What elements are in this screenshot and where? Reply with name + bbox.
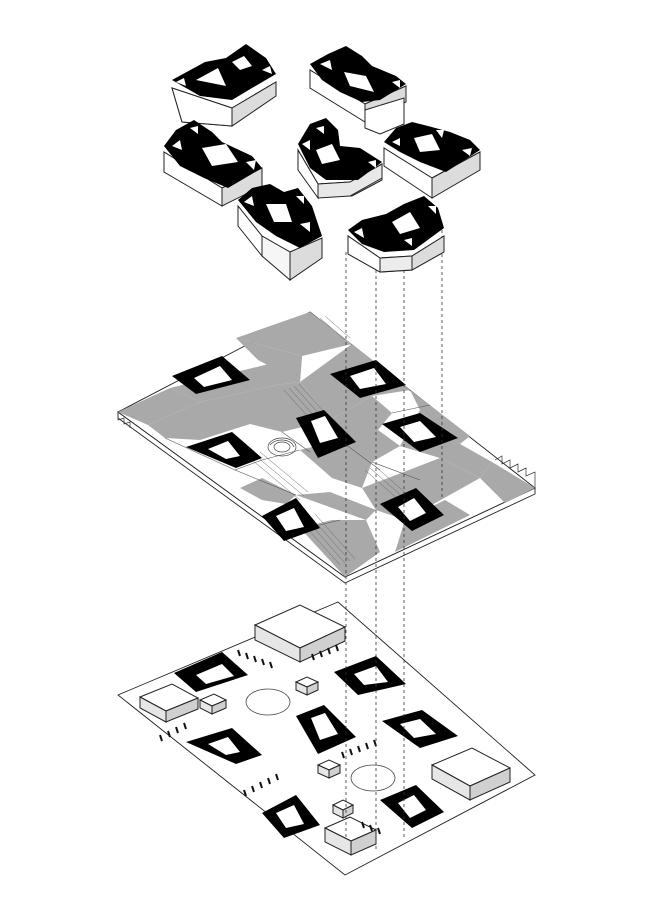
podium-core-7: [380, 488, 444, 531]
tower-7: [347, 196, 445, 273]
ground-circle-lower: [350, 764, 396, 792]
ground-block-small-center: [294, 676, 320, 696]
ground-block-small-left: [198, 693, 228, 715]
podium-core-2: [330, 360, 406, 398]
tower-6: [237, 184, 323, 282]
podium-core-3: [296, 410, 356, 458]
tower-1: [171, 44, 277, 127]
ground-block-bottom-small: [331, 799, 355, 819]
tower-2-lower-block: [364, 97, 405, 135]
ground-core-5: [186, 728, 262, 764]
ground-core-6: [262, 795, 320, 838]
podium-ramp-spiral: [267, 437, 297, 457]
podium-edge-detail: [117, 412, 536, 488]
tower-4: [297, 118, 383, 200]
ground-core-7: [380, 785, 444, 828]
podium-ramp-hatching: [251, 315, 419, 566]
ground-core-1: [174, 652, 248, 692]
ground-block-left: [138, 683, 200, 723]
tower-3: [163, 120, 263, 207]
ground-block-small-mid: [316, 759, 342, 779]
tower-5: [383, 122, 481, 199]
podium-core-4: [382, 413, 458, 452]
podium-core-5: [186, 432, 262, 468]
ground-circle-upper: [245, 688, 291, 716]
tower-volumes-layer: [163, 44, 481, 282]
ground-core-3: [296, 705, 356, 754]
alignment-dashed-lines: [345, 230, 443, 850]
podium-core-6: [262, 498, 320, 541]
ground-block-right: [430, 747, 512, 801]
ground-plan-layer: [117, 601, 536, 876]
ground-core-4: [382, 710, 458, 748]
ground-block-large-top: [253, 604, 347, 663]
ground-core-2: [334, 656, 406, 695]
podium-layer: [117, 311, 536, 584]
tower-2: [309, 46, 407, 123]
podium-core-1: [172, 356, 250, 394]
